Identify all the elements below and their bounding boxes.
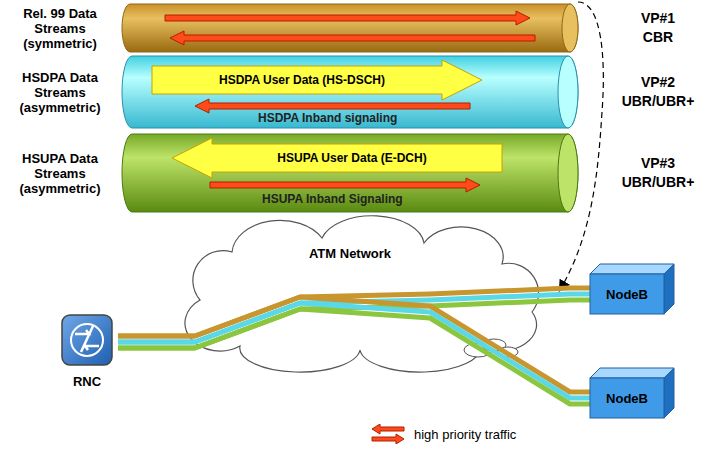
arrow-label: HSDPA User Data (HS-DSCH)	[219, 73, 385, 87]
cloud-node: ATM Network	[255, 246, 445, 266]
vp-label: UBR/UBR+	[622, 92, 695, 111]
vp-label: VP#3	[641, 154, 675, 173]
pipe-vp3	[122, 134, 578, 212]
vp-bundle-line	[118, 288, 590, 348]
vp-label: UBR/UBR+	[622, 173, 695, 192]
fat-left-node: HSUPA User Data (E-DCH)	[172, 138, 502, 178]
nodeb-label: NodeB	[606, 391, 648, 406]
pipe-node: Rel. 99 Data Streams (symmetric)VP#1CBR	[122, 4, 578, 52]
priority-arrows	[165, 11, 535, 192]
vp-label: CBR	[643, 28, 673, 47]
signaling-label: HSUPA Inband Signaling	[262, 192, 403, 206]
dashed-bracket	[560, 2, 603, 290]
arrow-label: HSUPA User Data (E-DCH)	[277, 151, 426, 165]
network-label: ATM Network	[255, 246, 445, 261]
stream-label: HSUPA Data Streams (asymmetric)	[4, 151, 116, 196]
pipe-vp1	[122, 4, 578, 52]
legend-row: high priority traffic	[370, 424, 516, 444]
vp-bundle-line	[118, 297, 590, 404]
nodeb-node: NodeB	[590, 264, 674, 314]
legend-sample	[370, 424, 406, 444]
nodeb-node: NodeB	[590, 368, 674, 418]
vp-label: VP#2	[641, 73, 675, 92]
fat-right-node: HSDPA User Data (HS-DSCH)	[152, 60, 482, 100]
stream-label: HSDPA Data Streams (asymmetric)	[4, 70, 116, 115]
rnc-node: RNC	[56, 312, 118, 396]
stream-label: Rel. 99 Data Streams (symmetric)	[4, 6, 116, 51]
vp-label-group: VP#2UBR/UBR+	[608, 56, 705, 128]
nodeb-label: NodeB	[606, 287, 648, 302]
vp-label: VP#1	[641, 9, 675, 28]
rnc-label: RNC	[56, 374, 118, 389]
rnc-icon	[59, 312, 115, 368]
vp-label-group: VP#1CBR	[608, 4, 705, 52]
vp-label-group: VP#3UBR/UBR+	[608, 134, 705, 212]
signaling-label: HSDPA Inband signaling	[258, 111, 397, 125]
pipe-vp2	[122, 56, 578, 128]
legend-text: high priority traffic	[414, 427, 516, 442]
